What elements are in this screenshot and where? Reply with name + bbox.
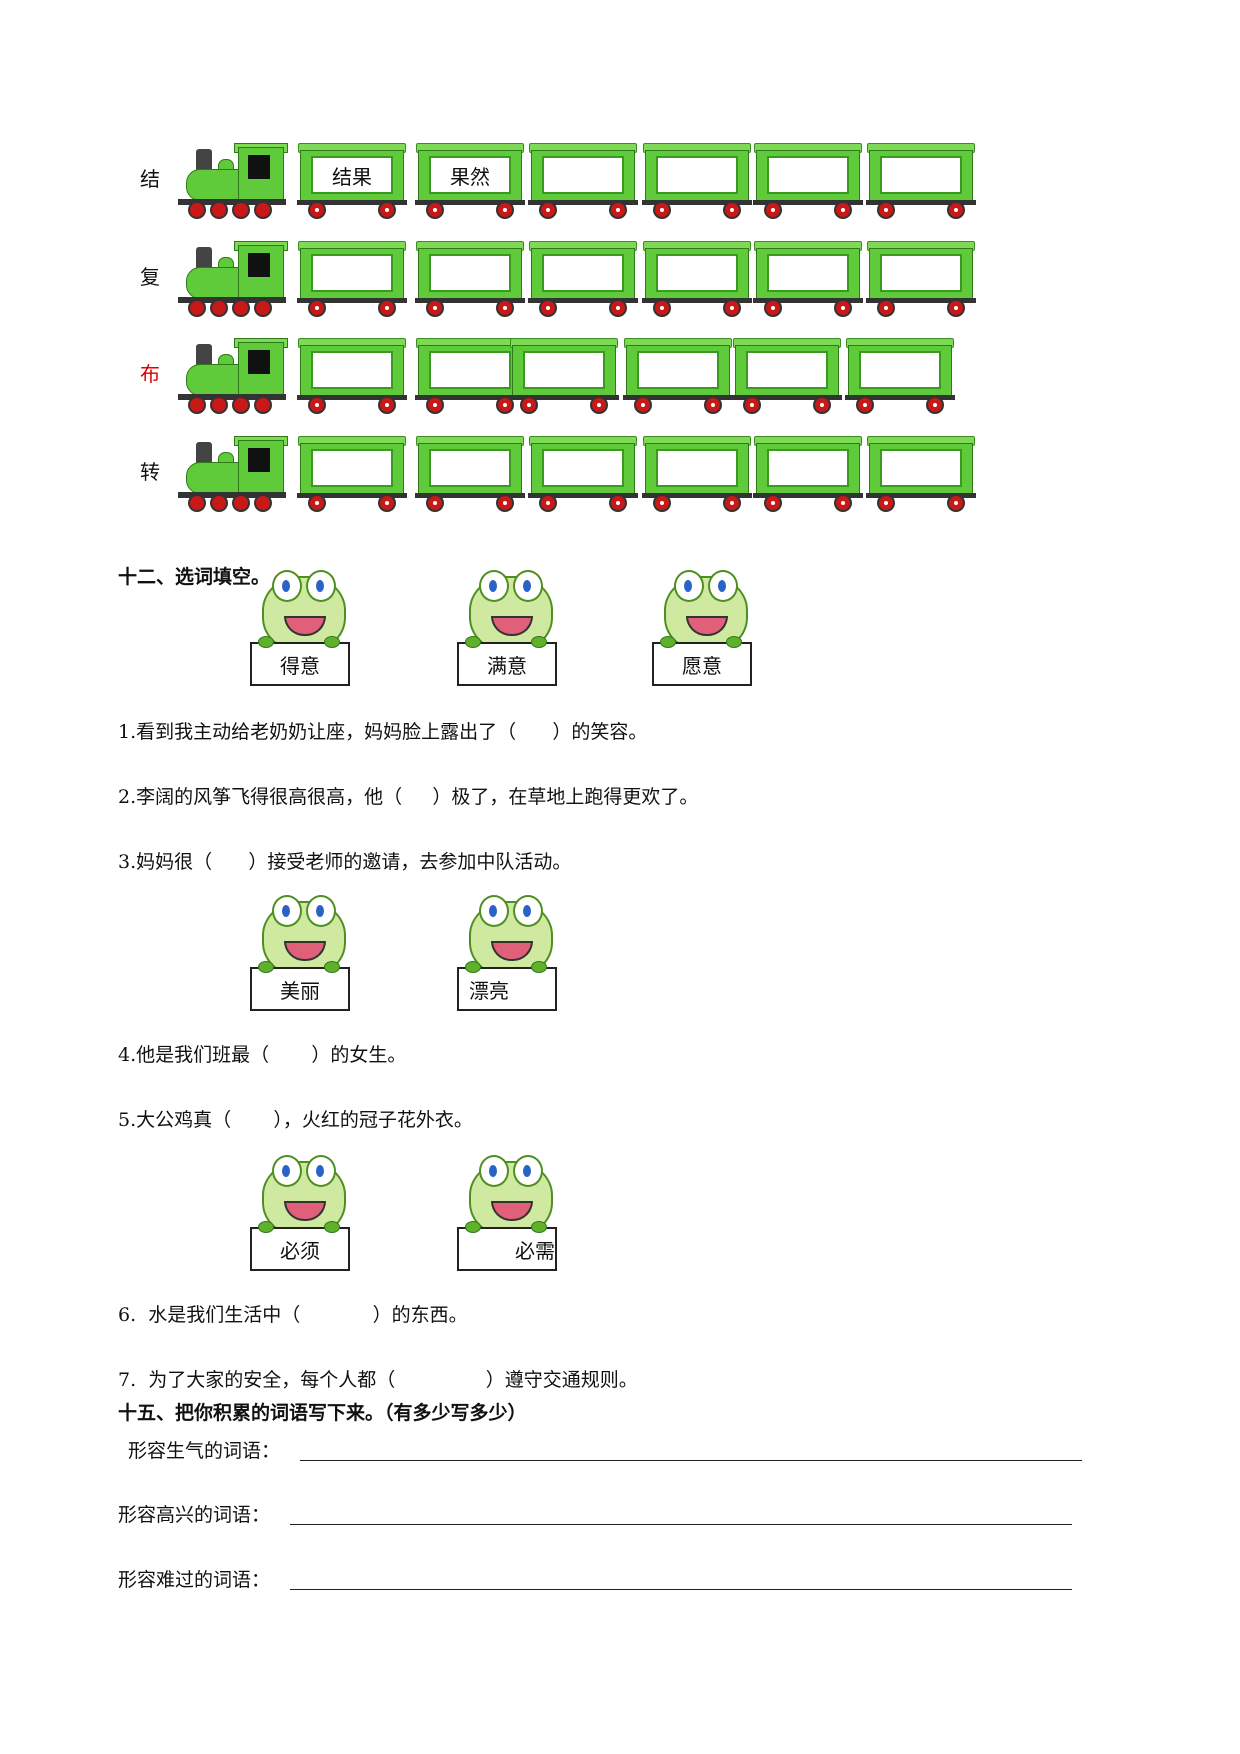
- train-row-character: 布: [140, 362, 160, 386]
- train-car-word-box[interactable]: [637, 351, 719, 389]
- frog-card: 必需: [457, 1155, 577, 1271]
- word-line-label-happy: 形容高兴的词语：: [118, 1504, 271, 1526]
- train-car-word-box[interactable]: [523, 351, 605, 389]
- train-row-character: 结: [140, 167, 160, 191]
- train-car: [642, 241, 752, 317]
- train-car: [753, 241, 863, 317]
- train-car-word-box[interactable]: [859, 351, 941, 389]
- train-car: [623, 338, 733, 414]
- train-car-word-box[interactable]: 果然: [429, 156, 511, 194]
- question-5: 5.大公鸡真（ ），火红的冠子花外衣。: [118, 1109, 473, 1131]
- section-12-heading: 十二、选词填空。: [118, 566, 271, 588]
- frog-card: 愿意: [652, 570, 772, 686]
- train-car: [866, 241, 976, 317]
- word-option: 必需: [457, 1227, 557, 1271]
- frog-card: 漂亮: [457, 895, 577, 1011]
- train-car: [528, 436, 638, 512]
- train-car: [297, 241, 407, 317]
- train-car: [866, 436, 976, 512]
- train-row-character: 复: [140, 265, 160, 289]
- train-car-word-box[interactable]: [429, 351, 511, 389]
- question-3: 3.妈妈很（ ）接受老师的邀请，去参加中队活动。: [118, 851, 572, 873]
- locomotive-icon: [178, 436, 288, 516]
- train-row-character: 转: [140, 460, 160, 484]
- train-car-word-box[interactable]: [311, 351, 393, 389]
- word-option: 愿意: [652, 642, 752, 686]
- train-car-word-box[interactable]: 结果: [311, 156, 393, 194]
- word-option: 漂亮: [457, 967, 557, 1011]
- answer-line[interactable]: [290, 1524, 1072, 1525]
- word-option: 得意: [250, 642, 350, 686]
- train-car: [845, 338, 955, 414]
- train-car: [528, 241, 638, 317]
- question-4: 4.他是我们班最（ ）的女生。: [118, 1044, 407, 1066]
- word-option: 必须: [250, 1227, 350, 1271]
- train-car: [753, 436, 863, 512]
- question-1: 1.看到我主动给老奶奶让座，妈妈脸上露出了（ ）的笑容。: [118, 721, 648, 743]
- question-6: 6. 水是我们生活中（ ）的东西。: [118, 1304, 468, 1326]
- train-car: [415, 436, 525, 512]
- train-car: [415, 241, 525, 317]
- section-15-heading: 十五、把你积累的词语写下来。（有多少写多少）: [118, 1402, 527, 1424]
- train-car-word-box[interactable]: [767, 254, 849, 292]
- train-car: [866, 143, 976, 219]
- train-car-word-box[interactable]: [542, 156, 624, 194]
- word-option: 满意: [457, 642, 557, 686]
- frog-card: 美丽: [250, 895, 370, 1011]
- frog-card: 必须: [250, 1155, 370, 1271]
- train-car-word-box[interactable]: [429, 449, 511, 487]
- answer-line[interactable]: [300, 1460, 1082, 1461]
- train-car-word-box[interactable]: [542, 449, 624, 487]
- train-car-word-box[interactable]: [767, 449, 849, 487]
- train-car: [509, 338, 619, 414]
- train-car-word-box[interactable]: [880, 254, 962, 292]
- train-car-word-box[interactable]: [311, 254, 393, 292]
- train-car: [415, 338, 525, 414]
- train-car-word-box[interactable]: [656, 156, 738, 194]
- locomotive-icon: [178, 241, 288, 321]
- train-car-word-box[interactable]: [656, 254, 738, 292]
- locomotive-icon: [178, 338, 288, 418]
- locomotive-icon: [178, 143, 288, 223]
- word-line-label-sad: 形容难过的词语：: [118, 1569, 271, 1591]
- train-car: [297, 436, 407, 512]
- train-car-word-box[interactable]: [746, 351, 828, 389]
- frog-card: 得意: [250, 570, 370, 686]
- train-car-word-box[interactable]: [429, 254, 511, 292]
- train-car: 结果: [297, 143, 407, 219]
- train-car: [528, 143, 638, 219]
- train-car-word-box[interactable]: [767, 156, 849, 194]
- train-car: [297, 338, 407, 414]
- train-car: [753, 143, 863, 219]
- train-car-word-box[interactable]: [656, 449, 738, 487]
- train-car-word-box[interactable]: [880, 156, 962, 194]
- train-car-word-box[interactable]: [542, 254, 624, 292]
- question-7: 7. 为了大家的安全，每个人都（ ）遵守交通规则。: [118, 1369, 638, 1391]
- train-car-word-box[interactable]: [311, 449, 393, 487]
- train-car: [642, 143, 752, 219]
- question-2: 2.李阔的风筝飞得很高很高，他（ ）极了，在草地上跑得更欢了。: [118, 786, 699, 808]
- train-car: [642, 436, 752, 512]
- frog-card: 满意: [457, 570, 577, 686]
- train-car: [732, 338, 842, 414]
- train-car: 果然: [415, 143, 525, 219]
- word-line-label-angry: 形容生气的词语：: [128, 1440, 281, 1462]
- word-option: 美丽: [250, 967, 350, 1011]
- train-car-word-box[interactable]: [880, 449, 962, 487]
- answer-line[interactable]: [290, 1589, 1072, 1590]
